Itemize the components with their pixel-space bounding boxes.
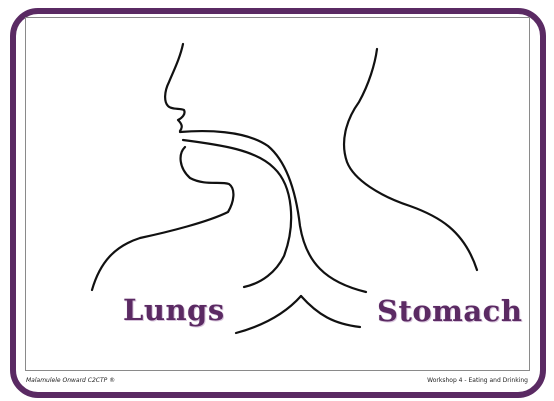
face-profile-line xyxy=(165,44,184,131)
left-branch-line xyxy=(236,296,301,333)
footer-credit: Malamulele Onward C2CTP ® xyxy=(26,377,115,384)
mouth-throat-line xyxy=(180,131,366,292)
lungs-label: Lungs xyxy=(123,293,225,327)
footer-workshop: Workshop 4 - Eating and Drinking xyxy=(427,377,528,384)
stomach-label: Stomach xyxy=(377,294,522,328)
chin-neck-line xyxy=(92,147,233,290)
back-neck-line xyxy=(344,49,477,270)
esophagus-line xyxy=(183,140,291,287)
right-branch-line xyxy=(301,296,360,327)
